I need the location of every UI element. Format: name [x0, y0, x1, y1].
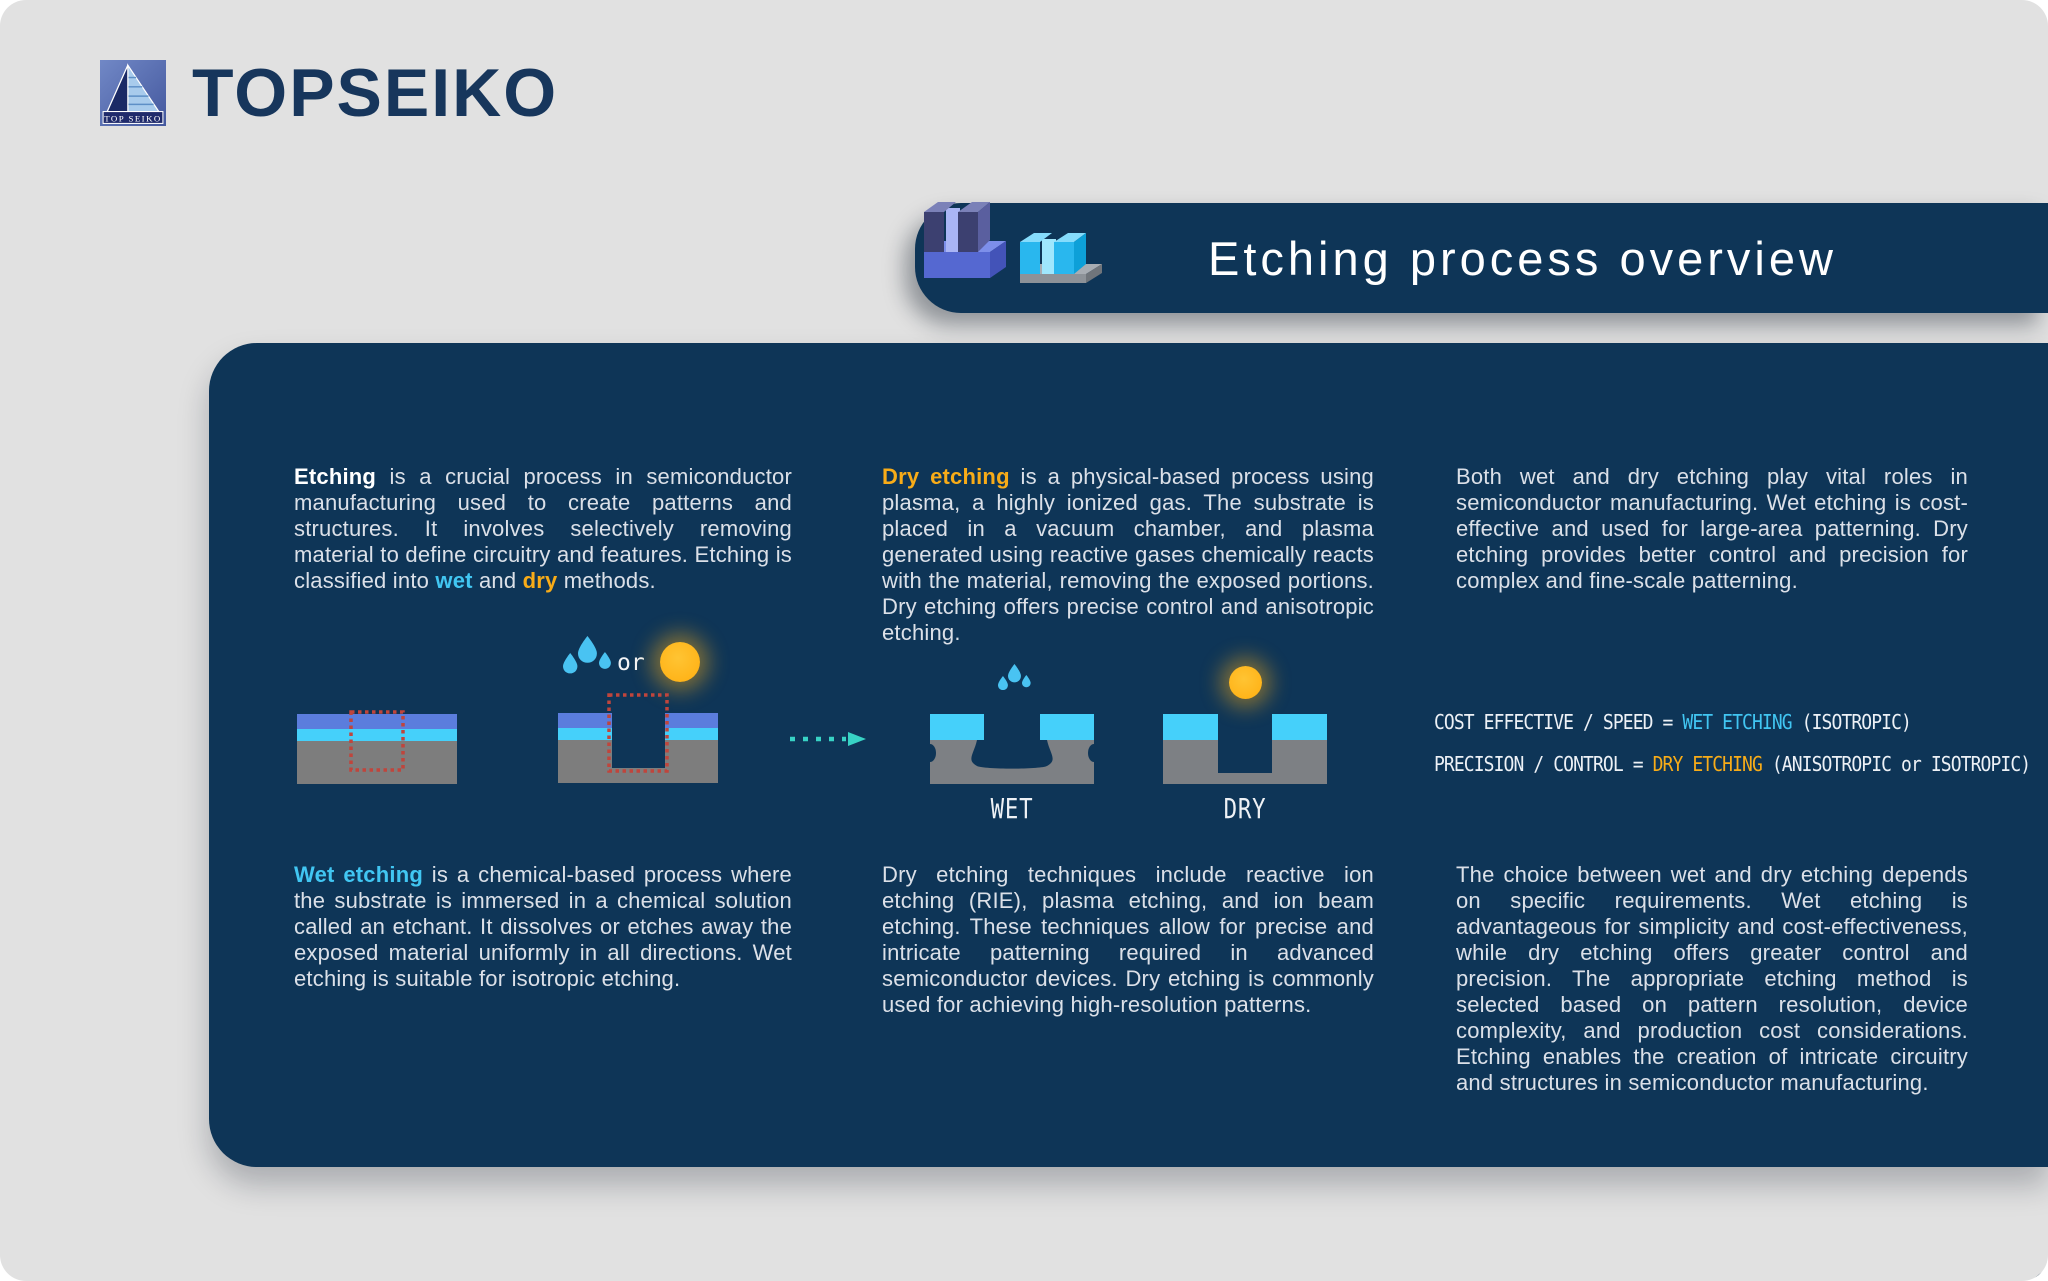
or-label: or: [617, 650, 645, 676]
badge-text: TOP SEIKO: [104, 113, 162, 123]
logo-wordmark: TOPSEIKO: [192, 55, 559, 131]
etched-substrate-cyan-icon: [1020, 233, 1102, 283]
fig-etched-substrate: [558, 693, 718, 783]
rule-line-wet: COST EFFECTIVE / SPEED = WET ETCHING (IS…: [1434, 710, 1912, 734]
paragraph-both-roles: Both wet and dry etching play vital role…: [1456, 464, 1968, 593]
paragraph-wet-etching-bottom: Wet etching is a chemical-based process …: [294, 862, 792, 991]
etched-substrate-purple-icon: [924, 202, 1006, 278]
fig-masked-substrate: [297, 710, 457, 784]
dashed-arrow-icon: [790, 732, 866, 746]
dry-etch-figure: [1163, 714, 1327, 784]
water-drops-icon: [563, 636, 611, 674]
topseiko-badge-icon: TOP SEIKO: [100, 60, 166, 126]
paragraph-intro: Etching is a crucial process in semicond…: [294, 464, 792, 593]
next-slide-corner-peek: [2031, 1267, 2048, 1281]
logo: TOP SEIKO TOPSEIKO: [100, 55, 559, 131]
dry-sun-icon: [1229, 666, 1262, 699]
wet-drops-icon: [998, 664, 1031, 691]
sun-icon: [660, 642, 700, 682]
rule-line-dry: PRECISION / CONTROL = DRY ETCHING (ANISO…: [1434, 752, 2031, 776]
wet-etch-figure: [930, 714, 1094, 784]
main-panel: [209, 343, 2048, 1167]
title-banner: [915, 203, 2048, 313]
paragraph-dry-etching-top: Dry etching is a physical-based process …: [882, 464, 1374, 645]
paragraph-choice: The choice between wet and dry etching d…: [1456, 862, 1968, 1095]
dry-label: DRY: [1223, 792, 1267, 825]
wet-label: WET: [990, 792, 1034, 825]
page-title: Etching process overview: [1208, 231, 1837, 285]
paragraph-dry-techniques: Dry etching techniques include reactive …: [882, 862, 1374, 1017]
